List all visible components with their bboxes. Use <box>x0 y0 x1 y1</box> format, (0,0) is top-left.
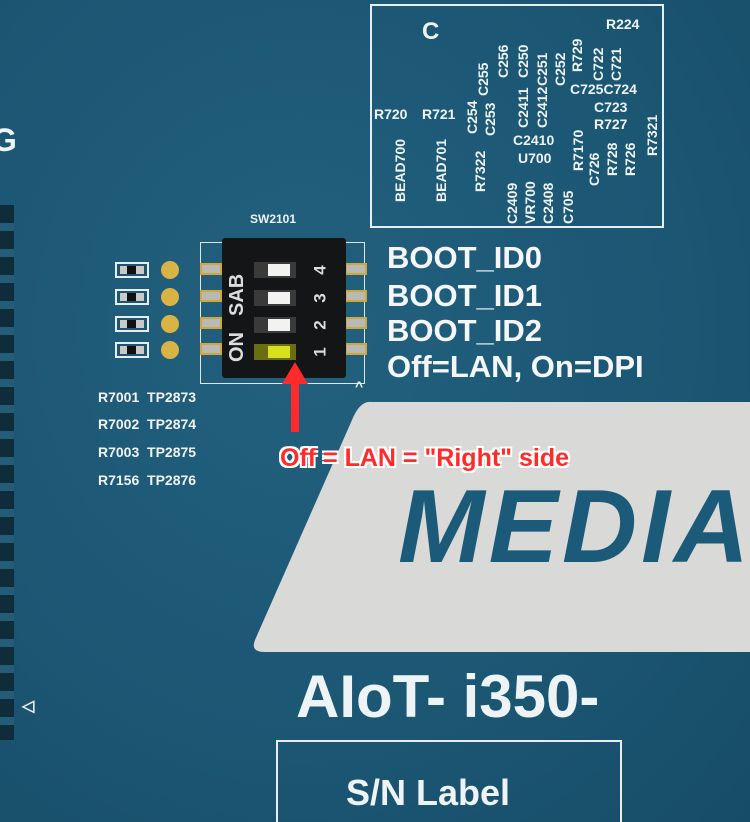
ref-row: R7003 TP2875 <box>98 444 196 460</box>
ref-row: R7002 TP2874 <box>98 416 196 432</box>
solder-pad <box>200 290 222 302</box>
boot-id0-label: BOOT_ID0 <box>387 240 543 275</box>
solder-pad <box>200 343 222 355</box>
resistor-ref: R7001 <box>98 389 140 405</box>
test-point <box>161 315 179 333</box>
resistor-ref: R7003 <box>98 444 140 460</box>
resistor <box>115 342 149 358</box>
annotation-text: Off = LAN = "Right" side <box>280 444 570 472</box>
component-box-c: C R720 R721 R224 C725C724 C723 R727 C241… <box>370 4 664 228</box>
silk-label: R224 <box>606 16 640 32</box>
switch-4[interactable] <box>254 262 296 278</box>
solder-pad <box>345 343 367 355</box>
silk-label: R727 <box>594 116 628 132</box>
silk-label: R720 <box>374 106 408 122</box>
silk-label: R721 <box>422 106 456 122</box>
sn-label-text: S/N Label <box>346 772 511 813</box>
solder-pad <box>345 290 367 302</box>
edge-connector <box>0 205 14 740</box>
test-point <box>161 261 179 279</box>
resistor <box>115 289 149 305</box>
silk-label: C723 <box>594 99 628 115</box>
switch-ref: SW2101 <box>250 212 297 226</box>
test-point-ref: TP2874 <box>147 416 197 432</box>
mode-label: Off=LAN, On=DPI <box>387 349 644 384</box>
resistor <box>115 262 149 278</box>
section-letter-c: C <box>422 18 440 45</box>
dip-switch[interactable]: ON SAB 4 3 2 1 <box>222 238 346 378</box>
resistor-ref: R7156 <box>98 472 140 488</box>
silk-label: C2410 <box>513 132 555 148</box>
solder-pad <box>200 317 222 329</box>
silk-label: C725C724 <box>570 81 637 97</box>
ref-row: R7156 TP2876 <box>98 472 196 488</box>
test-point-ref: TP2873 <box>147 389 197 405</box>
test-point <box>161 288 179 306</box>
section-letter-g: G <box>0 122 17 158</box>
product-name: AIoT- i350- <box>296 663 600 730</box>
logo-text: MEDIA <box>398 469 750 585</box>
switch-3[interactable] <box>254 290 296 306</box>
test-point-ref: TP2876 <box>147 472 197 488</box>
solder-pad <box>200 263 222 275</box>
silk-label: U700 <box>518 150 552 166</box>
sn-label-box: S/N Label <box>276 740 622 822</box>
test-point <box>161 341 179 359</box>
caret-mark: ^ <box>355 378 364 394</box>
resistor-ref: R7002 <box>98 416 140 432</box>
solder-pad <box>345 317 367 329</box>
switch-1[interactable] <box>254 344 296 360</box>
test-point-ref: TP2875 <box>147 444 197 460</box>
resistor <box>115 316 149 332</box>
solder-pad <box>345 263 367 275</box>
ref-row: R7001 TP2873 <box>98 389 196 405</box>
edge-marker: ◁ <box>22 698 35 715</box>
switch-2[interactable] <box>254 317 296 333</box>
up-arrow-icon <box>282 362 308 432</box>
boot-id2-label: BOOT_ID2 <box>387 313 543 348</box>
boot-id1-label: BOOT_ID1 <box>387 278 543 313</box>
